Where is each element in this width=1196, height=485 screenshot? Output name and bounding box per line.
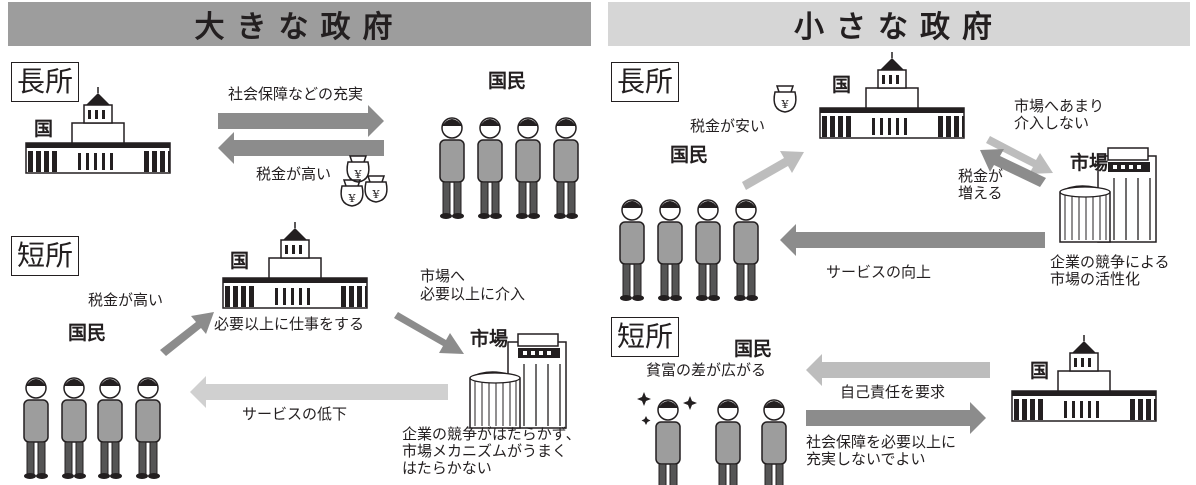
label-service-up: サービスの向上: [826, 263, 932, 281]
sparkle-icon: [637, 392, 697, 425]
arrow-to-state: [218, 132, 384, 164]
label-competition-1: 企業の競争がはたらかず、: [402, 425, 581, 443]
money-bag-icon: [346, 155, 370, 183]
label-service-decline: サービスの低下: [242, 405, 348, 423]
label-market: 市場: [1070, 152, 1109, 174]
family-icon: [23, 377, 161, 480]
label-state: 国: [832, 74, 852, 96]
money-bag-icon: [340, 179, 364, 207]
header-big-government: 大きな政府: [8, 2, 591, 46]
label-state: 国: [34, 118, 54, 140]
arrow-to-people: [780, 224, 1045, 256]
label-people: 国民: [670, 144, 709, 166]
label-tax-up-1: 税金が: [958, 167, 1004, 185]
arrow-to-state: [742, 151, 804, 190]
label-self-responsibility: 自己責任を要求: [840, 383, 946, 401]
label-competition-2: 市場の活性化: [1050, 270, 1141, 288]
label-intervene-2: 必要以上に介入: [420, 285, 526, 303]
badge-demerit-right: 短所: [611, 317, 680, 357]
family-icon: [619, 199, 759, 302]
arrow-to-people: [806, 354, 990, 386]
label-little-intervention-2: 介入しない: [1014, 114, 1090, 132]
money-bag-icon: [773, 85, 797, 113]
label-welfare-2: 充実しないでよい: [806, 450, 926, 468]
arrow-to-people: [190, 376, 448, 408]
label-state: 国: [230, 250, 250, 272]
label-intervene-1: 市場へ: [420, 267, 466, 285]
arrow-to-state: [160, 312, 214, 356]
arrow-to-people: [218, 105, 384, 137]
label-tax-high: 税金が高い: [88, 291, 164, 309]
label-social-security: 社会保障などの充実: [228, 85, 364, 103]
arrow-to-state: [980, 149, 1046, 187]
badge-demerit-left: 短所: [11, 236, 80, 276]
label-tax-up-2: 増える: [958, 184, 1003, 202]
badge-merit-right: 長所: [611, 62, 680, 102]
label-wealth-gap: 貧富の差が広がる: [646, 361, 767, 379]
label-little-intervention-1: 市場へあまり: [1014, 97, 1105, 115]
label-tax-high: 税金が高い: [256, 165, 332, 183]
label-competition-2: 市場メカニズムがうまく: [402, 442, 568, 460]
arrow-to-market: [394, 312, 464, 354]
arrow-to-market: [986, 136, 1053, 174]
label-overwork: 必要以上に仕事をする: [214, 315, 365, 333]
label-competition-1: 企業の競争による: [1050, 253, 1170, 271]
label-competition-3: はたらかない: [402, 459, 492, 477]
label-market: 市場: [470, 328, 509, 350]
label-tax-low: 税金が安い: [690, 117, 766, 135]
label-state: 国: [1030, 360, 1050, 382]
header-small-government: 小さな政府: [608, 2, 1190, 46]
family-icon: [655, 399, 787, 485]
arrow-to-state: [806, 402, 986, 434]
family-icon: [439, 117, 579, 220]
badge-merit-left: 長所: [11, 62, 80, 102]
label-people: 国民: [488, 70, 527, 92]
money-bag-icon: [364, 175, 388, 203]
label-people: 国民: [68, 322, 107, 344]
label-welfare-1: 社会保障を必要以上に: [806, 433, 957, 451]
label-people: 国民: [734, 338, 773, 360]
